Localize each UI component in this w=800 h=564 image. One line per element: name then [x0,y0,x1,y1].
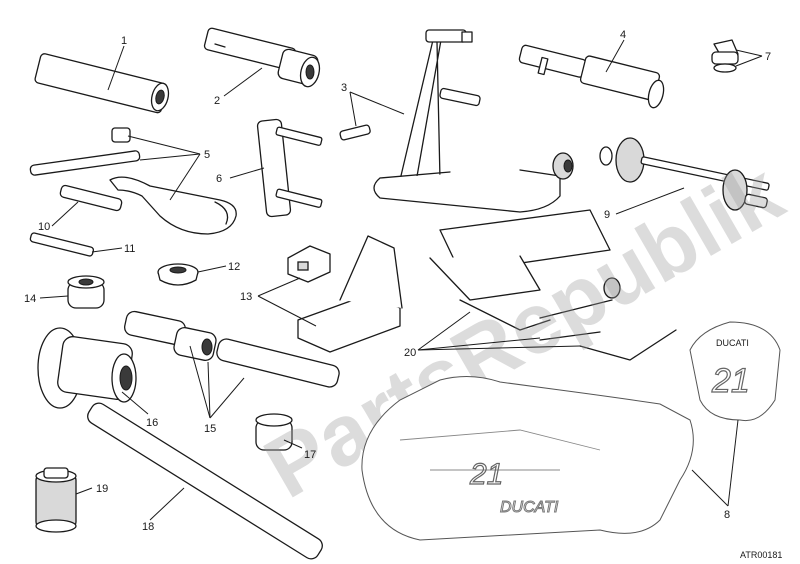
part-13-tool-case [287,235,403,353]
part-19-threaded-adapter [35,467,77,533]
callout-10: 10 [38,221,50,233]
part-6-bracket-tool [256,118,323,218]
callout-13: 13 [240,291,252,303]
leader-lines [39,39,763,521]
part-7-nut-tool [711,39,739,73]
reference-code: ATR00181 [740,550,782,560]
part-5-pin-spanner [29,127,237,235]
part-11-rod [29,232,95,257]
callout-7: 7 [765,51,771,63]
part-12-bushing [157,263,199,286]
cover-number-large: 21 [469,458,503,491]
part-3-paddock-stand [339,29,574,213]
callout-5: 5 [204,149,210,161]
callout-16: 16 [146,417,158,429]
callout-14: 14 [24,293,36,305]
callout-15: 15 [204,423,216,435]
callout-4: 4 [620,29,626,41]
part-18-long-bar [87,402,323,560]
callout-18: 18 [142,521,154,533]
part-15-sleeves-and-rod [123,310,340,388]
cover-brand-small: DUCATI [716,338,749,348]
callout-3: 3 [341,82,347,94]
callout-19: 19 [96,483,108,495]
callout-12: 12 [228,261,240,273]
callout-11: 11 [124,243,135,255]
callout-20: 20 [404,347,416,359]
callout-9: 9 [604,209,610,221]
cover-brand-large: DUCATI [500,499,559,516]
callout-1: 1 [121,35,127,47]
part-1-cylinder-tool [34,53,170,114]
part-10-pin [59,184,123,212]
part-4-stepped-cylinder [518,44,665,109]
callout-2: 2 [214,95,220,107]
callout-6: 6 [216,173,222,185]
callout-17: 17 [304,449,316,461]
part-9-balancing-shaft [599,137,770,211]
callout-labels: 1 2 3 4 5 6 7 8 9 10 11 12 13 14 15 16 1… [24,29,771,533]
cover-number-small: 21 [711,362,750,400]
callout-8: 8 [724,509,730,521]
part-17-nut-tool [255,413,293,451]
part-14-nut-tool [67,275,105,309]
part-20-jack-stand [429,209,677,361]
part-8-bike-cover: DUCATI 21 21 DUCATI [361,321,781,541]
part-2-stepped-shaft [203,27,321,88]
part-16-drift [37,327,137,409]
